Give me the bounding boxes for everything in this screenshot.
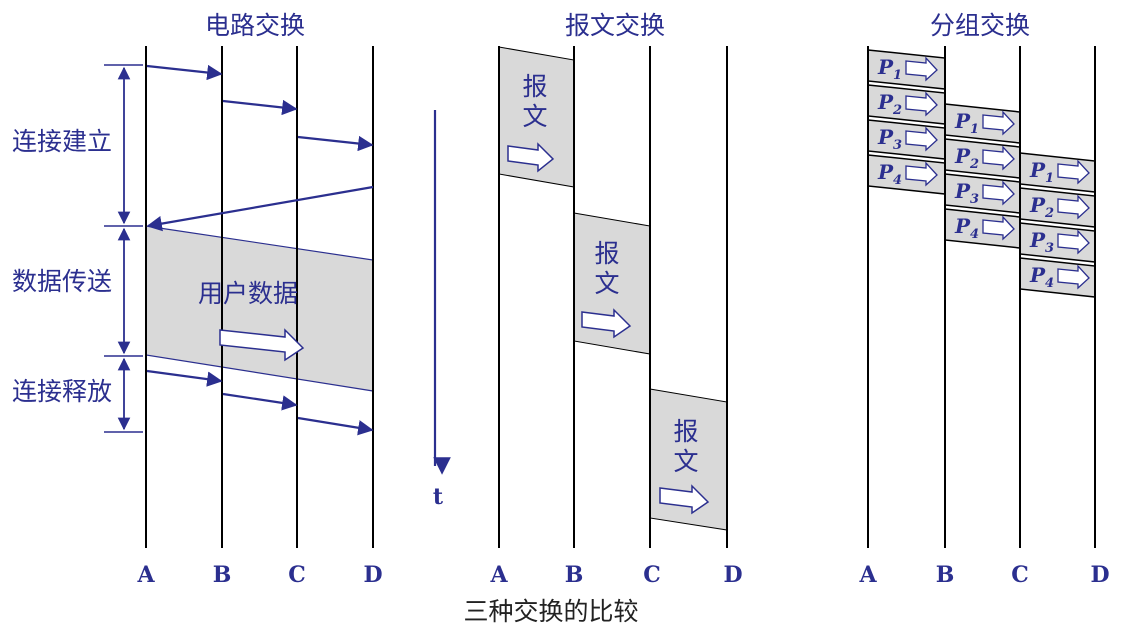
packet-arrow-icon [1057, 229, 1090, 255]
message-title: 报文交换 [565, 11, 665, 40]
packet-arrow-icon [1057, 194, 1090, 220]
release-arrow-bc [222, 392, 298, 411]
circuit-node-d: D [363, 562, 382, 588]
message-1-arrow-icon [507, 142, 555, 173]
message-3-arrow-icon [659, 484, 710, 515]
release-arrow-ab [146, 369, 223, 387]
packet-subscript: 4 [893, 173, 902, 188]
packet-subscript: 2 [892, 103, 902, 118]
circuit-section: 用户数据 连接建立 数据传送 连接释放 [6, 46, 374, 548]
message-node-a: A [489, 562, 508, 588]
packet-subscript: 1 [893, 68, 902, 83]
packet-arrow-icon [905, 161, 938, 187]
message-1-char-1: 报 [522, 72, 547, 101]
packet-arrow-icon [982, 215, 1015, 241]
message-3-char-1: 报 [673, 417, 698, 446]
packet-arrow-icon [982, 180, 1015, 206]
packet-arrow-icon [982, 110, 1015, 136]
packet-node-a: A [858, 562, 877, 588]
message-section: 报 文 报 文 报 文 [498, 46, 728, 548]
node-labels: A B C D A B C D A B C D [136, 562, 1109, 588]
circuit-title: 电路交换 [205, 11, 305, 40]
user-data-arrow-icon [219, 328, 305, 362]
message-node-b: B [565, 562, 584, 588]
packet-label: P3 [1029, 228, 1054, 256]
packet-subscript: 2 [1044, 206, 1054, 221]
circuit-node-c: C [288, 562, 306, 588]
packet-arrow-icon [905, 126, 938, 152]
user-data-label: 用户数据 [198, 279, 298, 308]
packet-arrow-icon [982, 145, 1015, 171]
circuit-node-a: A [136, 562, 155, 588]
time-axis-label: t [433, 484, 444, 510]
phase-label-setup: 连接建立 [12, 127, 112, 156]
message-node-c: C [643, 562, 661, 588]
phase-label-bg-setup [6, 124, 119, 158]
packet-arrow-icon [905, 91, 938, 117]
packet-subscript: 4 [1045, 276, 1054, 291]
setup-arrow-ab [146, 64, 223, 81]
phase-label-bg-release [6, 374, 119, 408]
setup-ack-arrow-da [146, 185, 374, 232]
phase-label-transfer: 数据传送 [12, 267, 112, 296]
packet-subscript: 4 [970, 227, 979, 242]
user-data-block [145, 225, 374, 392]
setup-arrow-cd [297, 135, 374, 152]
packet-arrow-icon [905, 56, 938, 82]
packet-title: 分组交换 [930, 11, 1030, 40]
message-2-char-2: 文 [594, 269, 619, 298]
packet-subscript: 1 [1045, 171, 1054, 186]
release-arrow-cd [297, 416, 374, 436]
packet-subscript: 3 [893, 138, 902, 153]
packet-node-b: B [936, 562, 955, 588]
packet-node-d: D [1090, 562, 1109, 588]
packet-arrow-icon [1057, 264, 1090, 290]
phase-label-bg-transfer [6, 264, 119, 298]
packet-subscript: 3 [1045, 241, 1054, 256]
setup-arrow-bc [222, 99, 298, 116]
message-3-char-2: 文 [673, 447, 698, 476]
packet-arrow-icon [1057, 159, 1090, 185]
message-node-d: D [723, 562, 742, 588]
packet-subscript: 3 [970, 192, 979, 207]
message-2-char-1: 报 [594, 239, 619, 268]
circuit-node-b: B [213, 562, 232, 588]
message-1-char-2: 文 [522, 102, 547, 131]
packet-subscript: 2 [969, 157, 979, 172]
packet-node-c: C [1011, 562, 1029, 588]
figure-caption: 三种交换的比较 [463, 597, 638, 626]
message-2-arrow-icon [581, 308, 632, 339]
phase-label-release: 连接释放 [12, 377, 112, 406]
packet-subscript: 1 [970, 122, 979, 137]
